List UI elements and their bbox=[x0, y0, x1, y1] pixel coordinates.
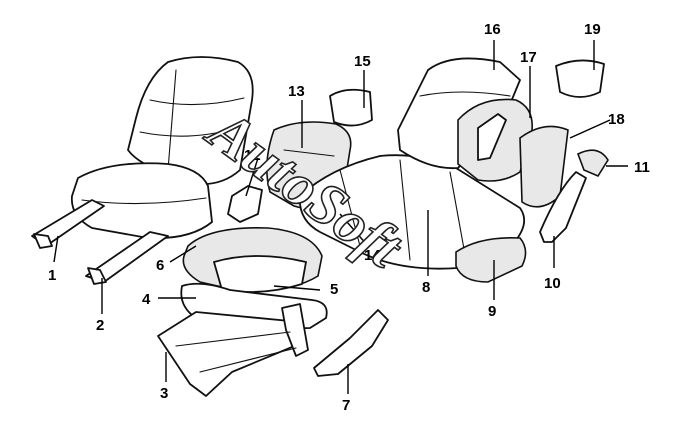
callout-labels: 1 2 3 4 5 6 7 8 9 10 11 12 13 14 15 16 1… bbox=[48, 21, 650, 414]
callout-18: 18 bbox=[608, 111, 625, 128]
seat-cushion-pad bbox=[182, 227, 323, 293]
side-shield bbox=[313, 309, 389, 377]
side-bolster bbox=[539, 171, 587, 243]
callout-6: 6 bbox=[156, 257, 164, 274]
rear-backrest-left bbox=[397, 57, 521, 170]
front-seat-backrest bbox=[127, 56, 254, 186]
callout-5: 5 bbox=[330, 281, 338, 298]
callout-11: 11 bbox=[634, 159, 650, 176]
callout-15: 15 bbox=[354, 53, 371, 70]
seat-rail-right bbox=[85, 231, 169, 285]
callout-12: 12 bbox=[244, 147, 261, 164]
seat-rail-left bbox=[31, 199, 105, 249]
callout-7: 7 bbox=[342, 397, 350, 414]
seat-frame bbox=[157, 303, 309, 397]
callout-17: 17 bbox=[520, 49, 537, 66]
callout-4: 4 bbox=[142, 291, 151, 308]
callout-13: 13 bbox=[288, 83, 305, 100]
callout-10: 10 bbox=[544, 275, 561, 292]
callout-2: 2 bbox=[96, 317, 104, 334]
recliner-cover bbox=[227, 185, 263, 223]
callout-19: 19 bbox=[584, 21, 601, 38]
rear-cushion-side bbox=[455, 236, 527, 283]
rear-headrest-right bbox=[555, 59, 605, 98]
callout-3: 3 bbox=[160, 385, 168, 402]
rear-headrest-center bbox=[329, 88, 373, 127]
leader-lines bbox=[53, 40, 628, 394]
callout-8: 8 bbox=[422, 279, 430, 296]
callout-9: 9 bbox=[488, 303, 496, 320]
callout-14: 14 bbox=[364, 247, 381, 264]
callout-1: 1 bbox=[48, 267, 56, 284]
side-trim bbox=[576, 149, 609, 178]
callout-16: 16 bbox=[484, 21, 501, 38]
